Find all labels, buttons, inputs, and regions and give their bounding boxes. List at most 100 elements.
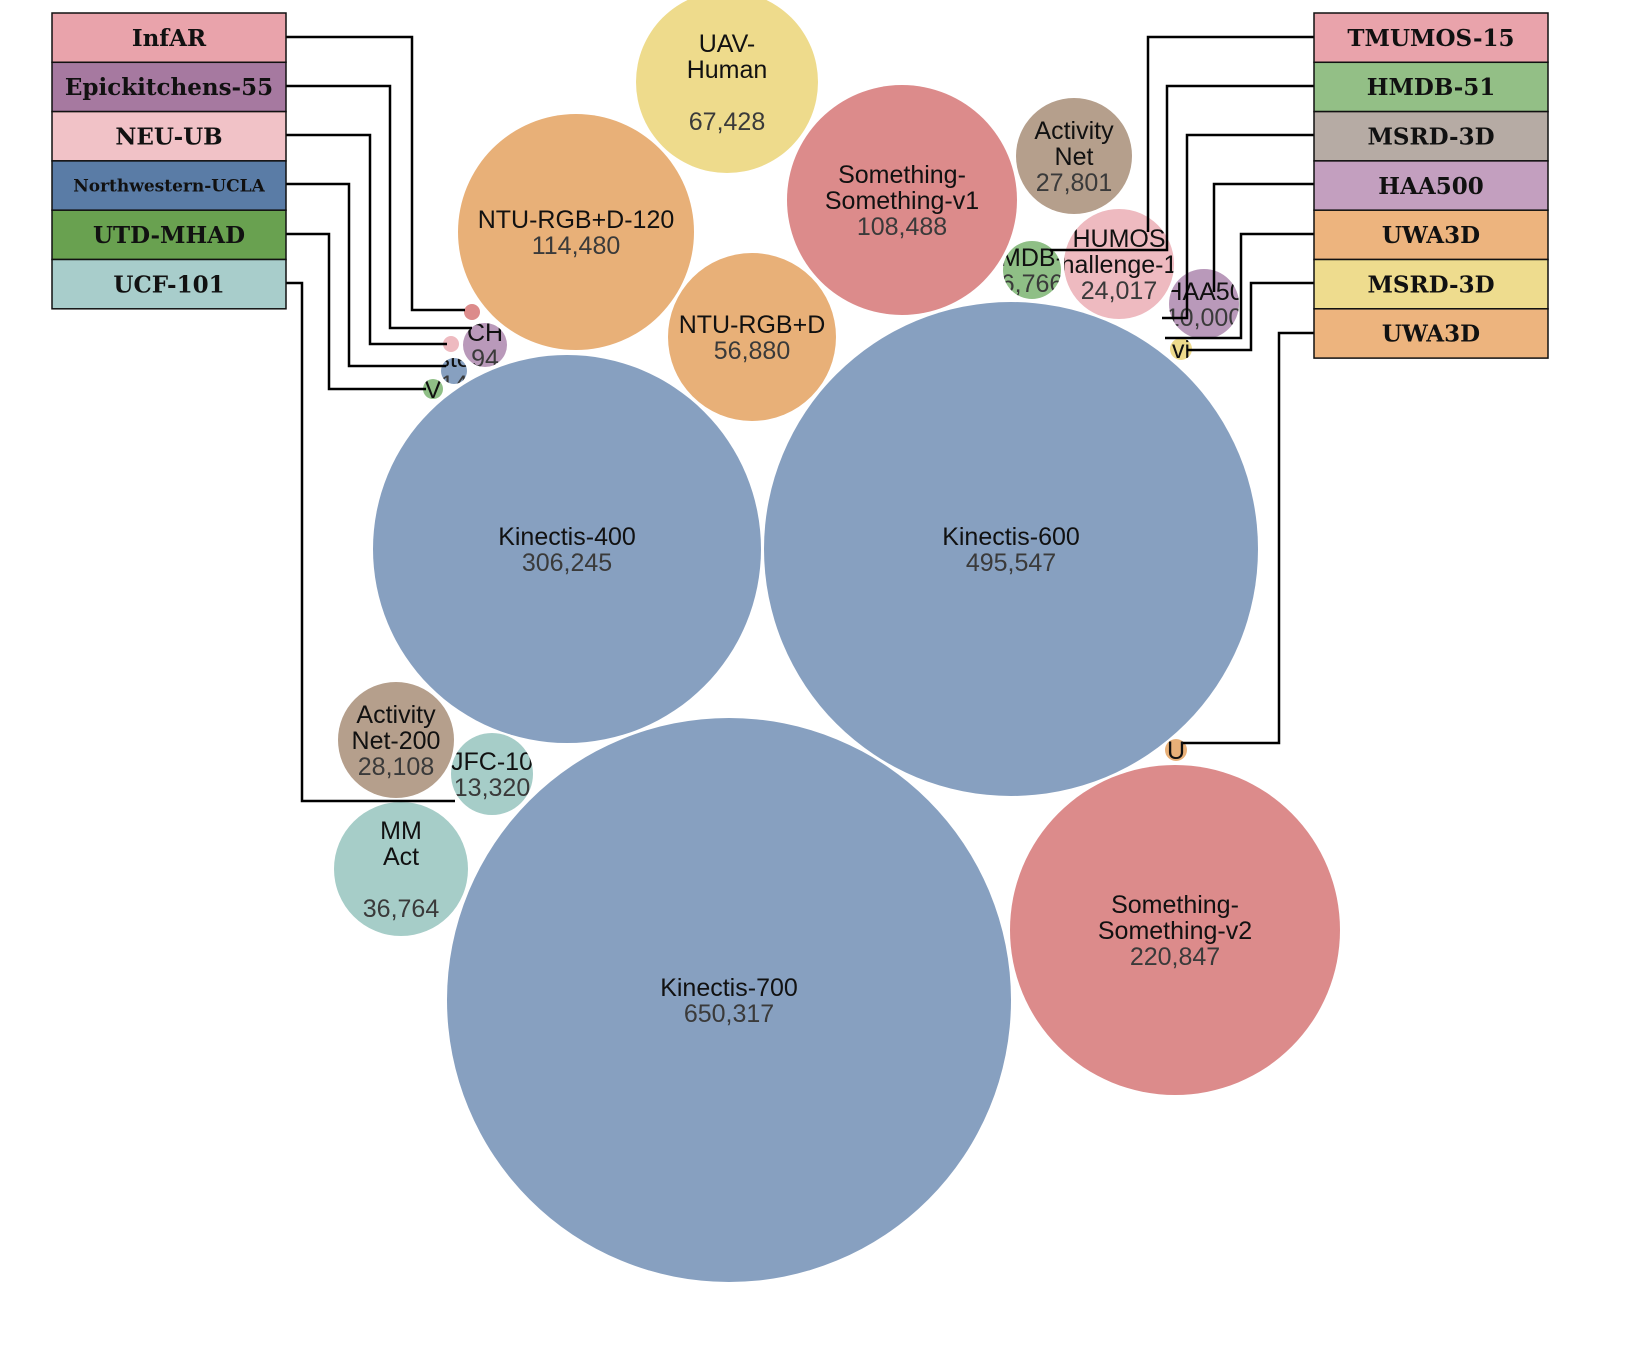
bubble-circle-charades [463, 323, 507, 367]
bubble-circle-mm-act [334, 802, 468, 936]
bubble-label-kinectis-400: Kinectis-400 [498, 523, 636, 551]
legend-item-msrd-3d: MSRD-3D [1313, 258, 1549, 310]
bubble-circle-infar [464, 304, 480, 320]
bubble-value-humos-challenge: 24,017 [1081, 277, 1157, 305]
bubble-label-ntu-rgb-d-120: NTU-RGB+D-120 [478, 206, 675, 234]
bubble-value-ntu-rgb-d: 56,880 [714, 337, 790, 365]
bubble-value-uav-human: 67,428 [689, 108, 765, 136]
legend-label: InfAR [132, 25, 207, 52]
legend-item-uwa3d: UWA3D [1313, 308, 1549, 359]
bubble-value-activity-net: 27,801 [1036, 169, 1112, 197]
bubble-label-activity-net-200: Net-200 [352, 727, 441, 755]
bubble-value-kinectis-700: 650,317 [684, 1000, 774, 1028]
bubble-msrd-3d: vi [1170, 336, 1192, 364]
bubble-label-kinectis-600: Kinectis-600 [942, 523, 1080, 551]
bubble-circle-uav-human [636, 0, 818, 173]
bubble-infar [464, 304, 480, 320]
leader-tmumos [1146, 35, 1314, 232]
leader-msrd-gray [1162, 133, 1314, 320]
bubble-circle-hmdb-51 [1003, 241, 1061, 299]
leader-northwestern-ucla [286, 182, 446, 368]
bubble-value-kinectis-600: 495,547 [966, 549, 1056, 577]
bubble-value-something-something-v2: 220,847 [1130, 943, 1220, 971]
bubble-label-uav-human: UAV- [699, 30, 756, 58]
leader-uwa-bottom [1183, 331, 1314, 745]
bubble-label-northwestern-ucla: ste [437, 345, 470, 373]
bubble-circle-utd-mhad [423, 379, 443, 399]
bubble-label-activity-net-200: Activity [356, 701, 436, 729]
bubble-circle-activity-net [1016, 98, 1132, 214]
legend-swatch [1313, 12, 1549, 64]
bubble-uwa3d: U [1165, 739, 1187, 761]
bubble-circle-humos-challenge [1064, 209, 1174, 319]
bubble-ntu-rgb-d: NTU-RGB+D56,880 [668, 253, 836, 421]
leader-neu-ub [286, 133, 447, 346]
bubble-label-activity-net: Net [1055, 143, 1094, 171]
legend-label: UCF-101 [113, 271, 224, 298]
legend-label: HMDB-51 [1367, 74, 1496, 101]
leader-lines-layer [286, 35, 1314, 803]
bubble-hmdb-51: MDB-6,766 [1000, 241, 1064, 299]
bubble-label-utd-mhad: V [425, 376, 442, 404]
bubble-circle-ucf-101 [451, 733, 533, 815]
bubble-circle-msrd-3d [1170, 338, 1192, 360]
legend-item-tmumos-15: TMUMOS-15 [1313, 12, 1549, 64]
legend-swatch [1313, 308, 1549, 359]
bubble-value-activity-net-200: 28,108 [358, 753, 434, 781]
leader-epickitchens [286, 84, 472, 330]
legend-label: MSRD-3D [1367, 271, 1494, 298]
bubble-circle-uwa3d [1165, 739, 1187, 761]
bubble-label-something-something-v2: Something-v2 [1098, 917, 1252, 945]
legend-swatch [1313, 110, 1549, 162]
legend-swatch [51, 12, 287, 64]
legend-item-haa500: HAA500 [1313, 160, 1549, 211]
bubble-value-something-something-v1: 108,488 [857, 213, 947, 241]
legend-label: UWA3D [1382, 222, 1480, 249]
bubble-circle-neu-ub [443, 336, 459, 352]
bubble-value-hmdb-51: 6,766 [1001, 270, 1064, 298]
bubble-circle-kinectis-600 [764, 302, 1258, 796]
bubble-label-mm-act: MM [380, 817, 422, 845]
bubble-value-mm-act: 36,764 [363, 895, 440, 923]
legend-item-neu-ub: NEU-UB [51, 110, 287, 162]
legend-swatch [51, 110, 287, 162]
legend-item-hmdb-51: HMDB-51 [1313, 61, 1549, 113]
bubble-label-hmdb-51: MDB- [1000, 244, 1064, 272]
legend-swatch [51, 258, 287, 310]
leader-ucf-101 [286, 281, 455, 803]
bubble-value-charades: 94 [471, 345, 499, 373]
legend-swatch [51, 160, 287, 211]
bubble-label-humos-challenge: hallenge-1 [1061, 251, 1178, 279]
legend-label: TMUMOS-15 [1347, 25, 1514, 52]
legend-label: Epickitchens-55 [65, 74, 273, 101]
leader-haa500 [1212, 182, 1314, 292]
bubble-label-activity-net: Activity [1034, 117, 1114, 145]
leader-infar [286, 35, 465, 312]
bubble-utd-mhad: V [423, 376, 443, 404]
bubble-label-something-something-v2: Something- [1111, 891, 1239, 919]
legend-item-infar: InfAR [51, 12, 287, 64]
bubble-value-ucf-101: 13,320 [454, 774, 530, 802]
legend-swatch [51, 61, 287, 113]
legend-label: NEU-UB [115, 124, 222, 151]
legend-item-ucf-101: UCF-101 [51, 258, 287, 310]
bubble-neu-ub [443, 336, 459, 352]
legend-label: HAA500 [1378, 173, 1483, 200]
leader-uwa-top [1165, 232, 1314, 340]
legend-item-msrd-3d: MSRD-3D [1313, 110, 1549, 162]
bubble-circle-northwestern-ucla [441, 358, 467, 384]
legend-label: UTD-MHAD [93, 222, 245, 249]
legend-item-epickitchens-55: Epickitchens-55 [51, 61, 287, 113]
bubble-label-msrd-3d: vi [1172, 336, 1190, 364]
bubble-value-ntu-rgb-d-120: 114,480 [532, 232, 621, 260]
